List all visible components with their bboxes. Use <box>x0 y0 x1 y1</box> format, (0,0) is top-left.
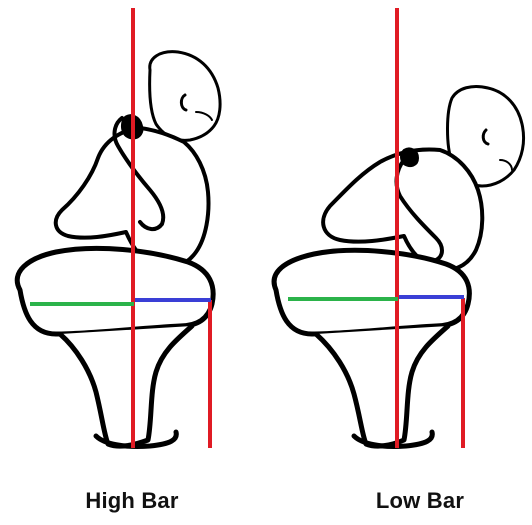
caption-low-bar: Low Bar <box>376 488 464 514</box>
lifter-thigh <box>17 248 213 334</box>
panel-high-bar <box>17 8 220 448</box>
lifter-shin <box>60 326 192 446</box>
caption-high-bar: High Bar <box>85 488 178 514</box>
panel-low-bar <box>274 8 523 448</box>
lifter-thigh <box>274 250 469 334</box>
lifter-figure-high-bar <box>17 52 220 447</box>
lifter-shin <box>316 326 448 446</box>
